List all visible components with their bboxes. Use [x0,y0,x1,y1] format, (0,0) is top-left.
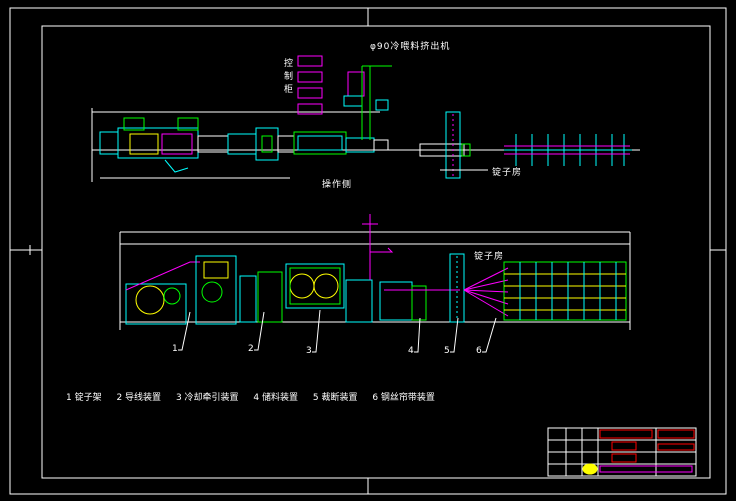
legend-item: 4 储料装置 [253,393,298,403]
legend-item: 5 裁断装置 [312,393,358,403]
title-block [547,427,697,477]
legend-item: 6 钢丝帘带装置 [372,393,435,403]
plan-view [91,55,640,182]
creel-room-side-label: 锭子房 [474,252,505,262]
creel-room-top-label: 锭子房 [492,168,523,178]
parts-legend: 1 锭子架 2 导线装置 3 冷却牵引装置 4 储料装置 5 裁断装置 6 钢丝… [66,390,447,403]
part-number: 3 [306,346,313,356]
control-cabinet-label: 控制柜 [282,58,292,97]
operation-side-label: 操作侧 [322,180,353,190]
part-number: 2 [248,344,255,354]
part-number: 6 [476,346,483,356]
legend-item: 2 导线装置 [116,393,162,403]
drawing-border [9,7,727,495]
elevation-view [119,214,631,353]
part-number: 1 [172,344,179,354]
extruder-title-label: φ90冷喂料挤出机 [370,42,451,52]
part-number: 4 [408,346,415,356]
part-number: 5 [444,346,451,356]
legend-item: 3 冷却牵引装置 [175,393,239,403]
legend-item: 1 锭子架 [66,393,102,403]
